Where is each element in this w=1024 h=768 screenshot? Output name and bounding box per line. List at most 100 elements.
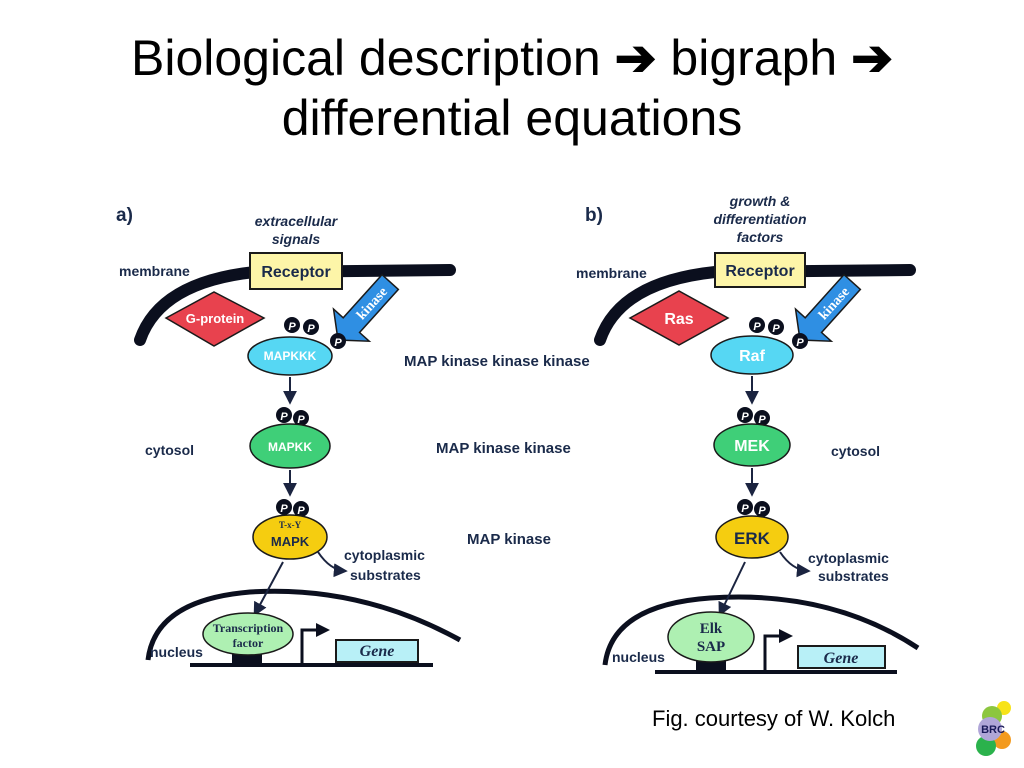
phospho-label: P <box>334 337 342 349</box>
ras-diamond <box>628 290 730 346</box>
mapk-full-name: MAP kinase <box>467 531 551 548</box>
sap-label: SAP <box>697 639 725 655</box>
txy-motif-label: T-x-Y <box>279 520 302 530</box>
title-line-1: Biological description ➔ bigraph ➔ <box>0 28 1024 88</box>
mapk-label: MAPK <box>271 534 310 549</box>
phospho-circle <box>754 501 770 517</box>
extracellular-signals-label: extracellular <box>255 213 339 229</box>
erk-node <box>715 515 789 559</box>
growth-factors-label-2: differentiation <box>713 211 806 227</box>
mek-label: MEK <box>734 438 770 455</box>
phospho-circle <box>293 410 309 426</box>
phospho-label: P <box>280 503 288 515</box>
transcription-start-arrow-icon <box>779 629 793 643</box>
title-part-1: Biological description <box>130 30 601 86</box>
mapkkk-node <box>247 336 333 376</box>
elk-label: Elk <box>700 621 723 637</box>
brc-logo-text: BRC <box>981 724 1005 736</box>
receptor-box-b <box>714 252 806 288</box>
phospho-label: P <box>758 414 766 426</box>
translocation-arrow-a <box>253 561 284 617</box>
panel-a-label: a) <box>116 205 133 226</box>
nucleus-envelope-b <box>602 594 920 666</box>
erk-label: ERK <box>734 529 771 548</box>
growth-factors-label-3: factors <box>737 229 784 245</box>
brc-logo: BRC <box>976 701 1011 756</box>
nucleus-label-b: nucleus <box>612 649 665 665</box>
phospho-circle <box>284 317 300 333</box>
phospho-circle <box>749 317 765 333</box>
phospho-label: P <box>796 337 804 349</box>
phospho-label: P <box>307 323 315 335</box>
g-protein-diamond <box>164 291 266 347</box>
phospho-label: P <box>758 505 766 517</box>
mek-node <box>713 423 791 467</box>
ras-label: Ras <box>664 311 693 328</box>
phospho-label: P <box>297 505 305 517</box>
phospho-circle <box>330 333 346 349</box>
gene-label-b: Gene <box>824 650 859 667</box>
phospho-label: P <box>772 323 780 335</box>
membrane-b <box>594 264 916 346</box>
receptor-box-a <box>249 252 343 290</box>
nucleus-envelope-a <box>145 588 462 661</box>
gene-label-a: Gene <box>360 643 395 660</box>
panel-a: a) extracellular signals membrane Recept… <box>116 205 462 667</box>
cytoplasmic-substrates-label-b: cytoplasmic <box>808 550 889 566</box>
cytosol-label-b: cytosol <box>831 443 880 459</box>
dna-strand-a <box>190 663 433 667</box>
phospho-circle <box>293 501 309 517</box>
nucleus-label-a: nucleus <box>150 644 203 660</box>
membrane-label-b: membrane <box>576 265 647 281</box>
panel-b: b) growth & differentiation factors memb… <box>576 193 920 674</box>
membrane-a <box>134 264 456 346</box>
transcription-start-flag-b <box>763 634 781 670</box>
phospho-circle <box>303 319 319 335</box>
substrate-arrow-a <box>317 551 348 578</box>
cytoplasmic-substrates-label-b-2: substrates <box>818 568 889 584</box>
elk-sap-node <box>667 611 755 663</box>
growth-factors-label: growth & <box>729 193 791 209</box>
extracellular-signals-label-2: signals <box>272 231 320 247</box>
gene-box-b <box>797 645 886 669</box>
phospho-circle <box>792 333 808 349</box>
phospho-label: P <box>741 411 749 423</box>
mapkk-full-name: MAP kinase kinase <box>436 440 571 457</box>
mapkk-node <box>249 423 331 469</box>
transcription-factor-label: Transcription <box>213 621 284 635</box>
receptor-label-b: Receptor <box>725 263 794 280</box>
phospho-label: P <box>280 411 288 423</box>
phospho-label: P <box>753 321 761 333</box>
title-line-2: differential equations <box>281 90 743 146</box>
raf-node <box>710 335 794 375</box>
phospho-label: P <box>297 414 305 426</box>
cytoplasmic-substrates-label-a-2: substrates <box>350 567 421 583</box>
figure-caption: Fig. courtesy of W. Kolch <box>652 706 896 731</box>
transcription-start-arrow-icon <box>316 623 330 637</box>
translocation-arrow-b <box>718 561 746 617</box>
phospho-circle <box>768 319 784 335</box>
raf-label: Raf <box>739 348 765 365</box>
g-protein-label: G-protein <box>186 311 245 326</box>
phospho-circle <box>737 407 753 423</box>
mapkkk-label: MAPKKK <box>264 349 317 363</box>
mapkk-label: MAPKK <box>268 440 312 454</box>
cytosol-label-a: cytosol <box>145 442 194 458</box>
cytoplasmic-substrates-label-a: cytoplasmic <box>344 547 425 563</box>
substrate-arrow-b <box>779 551 811 578</box>
title-part-2: bigraph <box>670 30 838 86</box>
transcription-factor-label-2: factor <box>233 636 264 650</box>
phospho-label: P <box>741 503 749 515</box>
dna-strand-b <box>655 670 897 674</box>
membrane-label-a: membrane <box>119 263 190 279</box>
transcription-start-flag-a <box>300 628 318 663</box>
phospho-label: P <box>288 321 296 333</box>
transcription-factor-node <box>202 612 294 656</box>
mapkkk-full-name: MAP kinase kinase kinase <box>404 353 590 370</box>
phospho-circle <box>737 499 753 515</box>
title-arrow-icon: ➔ <box>614 30 657 86</box>
receptor-label-a: Receptor <box>261 264 330 281</box>
slide-title: Biological description ➔ bigraph ➔ diffe… <box>0 28 1024 148</box>
title-arrow-icon: ➔ <box>851 30 894 86</box>
